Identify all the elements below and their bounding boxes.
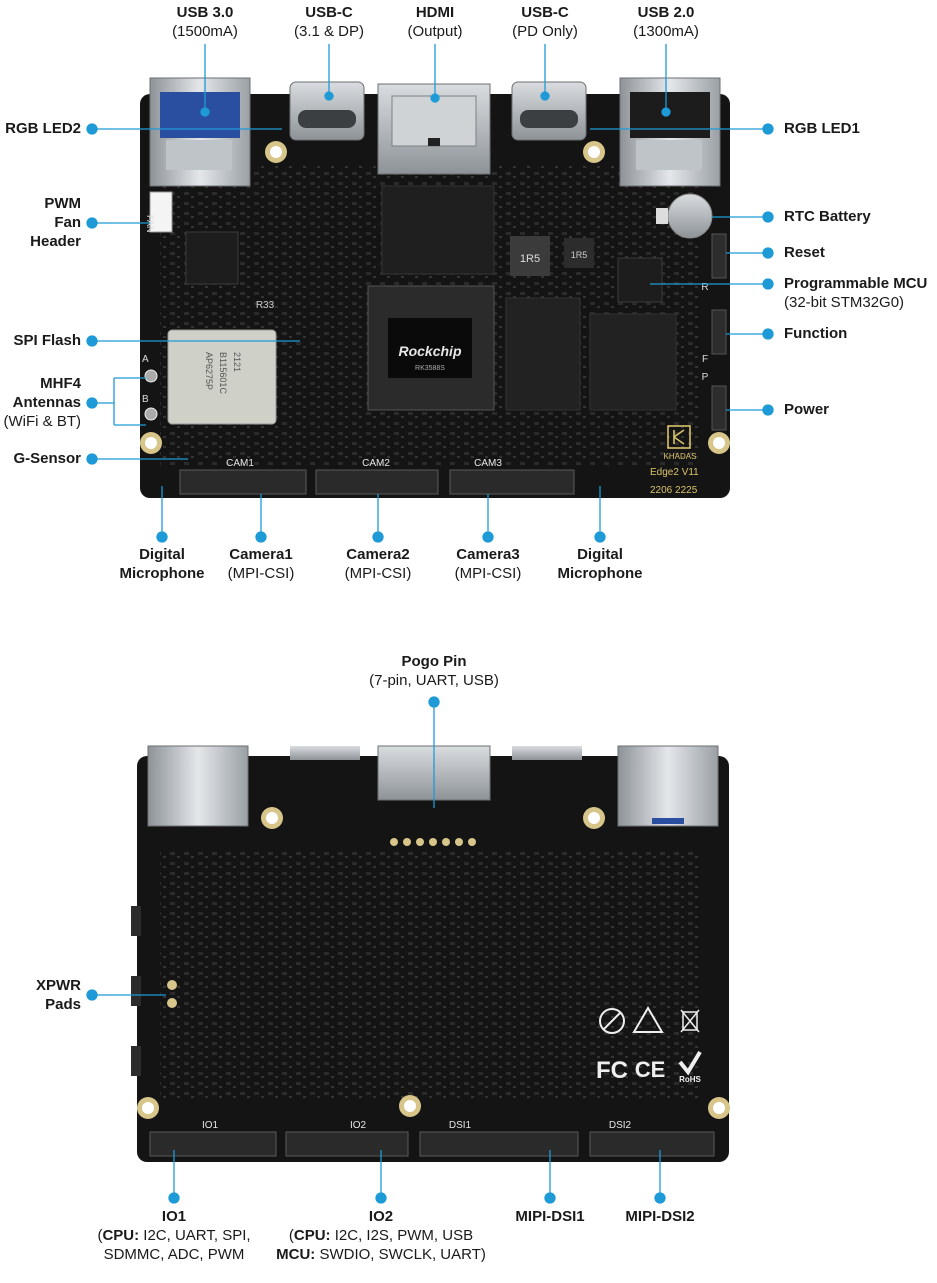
label-reset: Reset: [784, 244, 825, 261]
label-wifi-bt: (WiFi & BT): [3, 413, 81, 430]
label-antennas: Antennas: [12, 394, 81, 411]
cam1-silk: CAM1: [226, 458, 254, 469]
bottom-callouts: [86, 696, 666, 1204]
label-spi-flash: SPI Flash: [13, 332, 81, 349]
label-mipi-dsi2: MIPI-DSI2: [625, 1208, 695, 1225]
date-silk: 2206 2225: [650, 485, 698, 496]
label-rgb-led2: RGB LED2: [5, 120, 81, 137]
ant-a-silk: A: [142, 354, 149, 365]
label-mcu: Programmable MCU(32-bit STM32G0): [784, 275, 928, 311]
inductor-1: 1R5: [520, 253, 540, 265]
dsi2-silk: DSI2: [609, 1120, 632, 1131]
label-pwm: PWM: [44, 195, 81, 212]
top-callouts: [86, 44, 774, 543]
fc-mark: FC: [596, 1057, 628, 1084]
label-power: Power: [784, 401, 830, 418]
fan-silk: FAN: [145, 215, 155, 233]
wifi-chip-l1: AP6275P: [204, 352, 214, 390]
label-function: Function: [784, 325, 848, 342]
label-fan: Fan: [54, 214, 81, 231]
btn-r-silk: R: [701, 282, 708, 293]
label-g-sensor: G-Sensor: [13, 450, 81, 467]
label-camera3: Camera3(MPI-CSI): [454, 546, 522, 582]
top-board: FAN Rockchip RK3588S AP6275P B115601C 21…: [140, 77, 730, 498]
bottom-board: FC CE RoHS IO1 IO2 DSI1 DSI2: [131, 745, 730, 1162]
soc-code: RK3588S: [415, 365, 445, 372]
r33-silk: R33: [256, 300, 275, 311]
label-camera2: Camera2(MPI-CSI): [344, 546, 412, 582]
wifi-chip-l3: 2121: [232, 352, 242, 372]
wifi-chip-l2: B115601C: [218, 352, 228, 394]
label-header: Header: [30, 233, 81, 250]
label-mhf4: MHF4: [40, 375, 81, 392]
soc-logo: Rockchip: [398, 343, 461, 359]
label-camera1: Camera1(MPI-CSI): [227, 546, 295, 582]
ce-mark: CE: [635, 1057, 666, 1082]
label-xpwr: XPWR: [36, 977, 81, 994]
btn-p-silk: P: [702, 372, 709, 383]
cam3-silk: CAM3: [474, 458, 502, 469]
label-mipi-dsi1: MIPI-DSI1: [515, 1208, 585, 1225]
label-pogo-pin: Pogo Pin(7-pin, UART, USB): [369, 653, 499, 689]
label-pads: Pads: [45, 996, 81, 1013]
inductor-2: 1R5: [571, 250, 588, 260]
ant-b-silk: B: [142, 394, 149, 405]
io2-silk: IO2: [350, 1120, 367, 1131]
dsi1-silk: DSI1: [449, 1120, 472, 1131]
rohs-mark: RoHS: [679, 1075, 701, 1084]
btn-f-silk: F: [702, 354, 708, 365]
label-usb3: USB 3.0(1500mA): [172, 4, 238, 40]
label-rgb-led1: RGB LED1: [784, 120, 860, 137]
brand-silk: KHADAS: [664, 452, 697, 461]
label-usbc-dp: USB-C(3.1 & DP): [293, 4, 365, 40]
model-silk: Edge2 V11: [650, 467, 699, 478]
label-io1: IO1 (CPU: I2C, UART, SPI, SDMMC, ADC, PW…: [97, 1208, 251, 1263]
label-usb2: USB 2.0(1300mA): [633, 4, 699, 40]
cam2-silk: CAM2: [362, 458, 390, 469]
io1-silk: IO1: [202, 1120, 219, 1131]
label-hdmi: HDMI(Output): [407, 4, 463, 40]
label-rtc-battery: RTC Battery: [784, 208, 871, 225]
label-io2: IO2 (CPU: I2C, I2S, PWM, USB MCU: SWDIO,…: [276, 1208, 486, 1263]
label-usbc-pd: USB-C(PD Only): [512, 4, 578, 40]
